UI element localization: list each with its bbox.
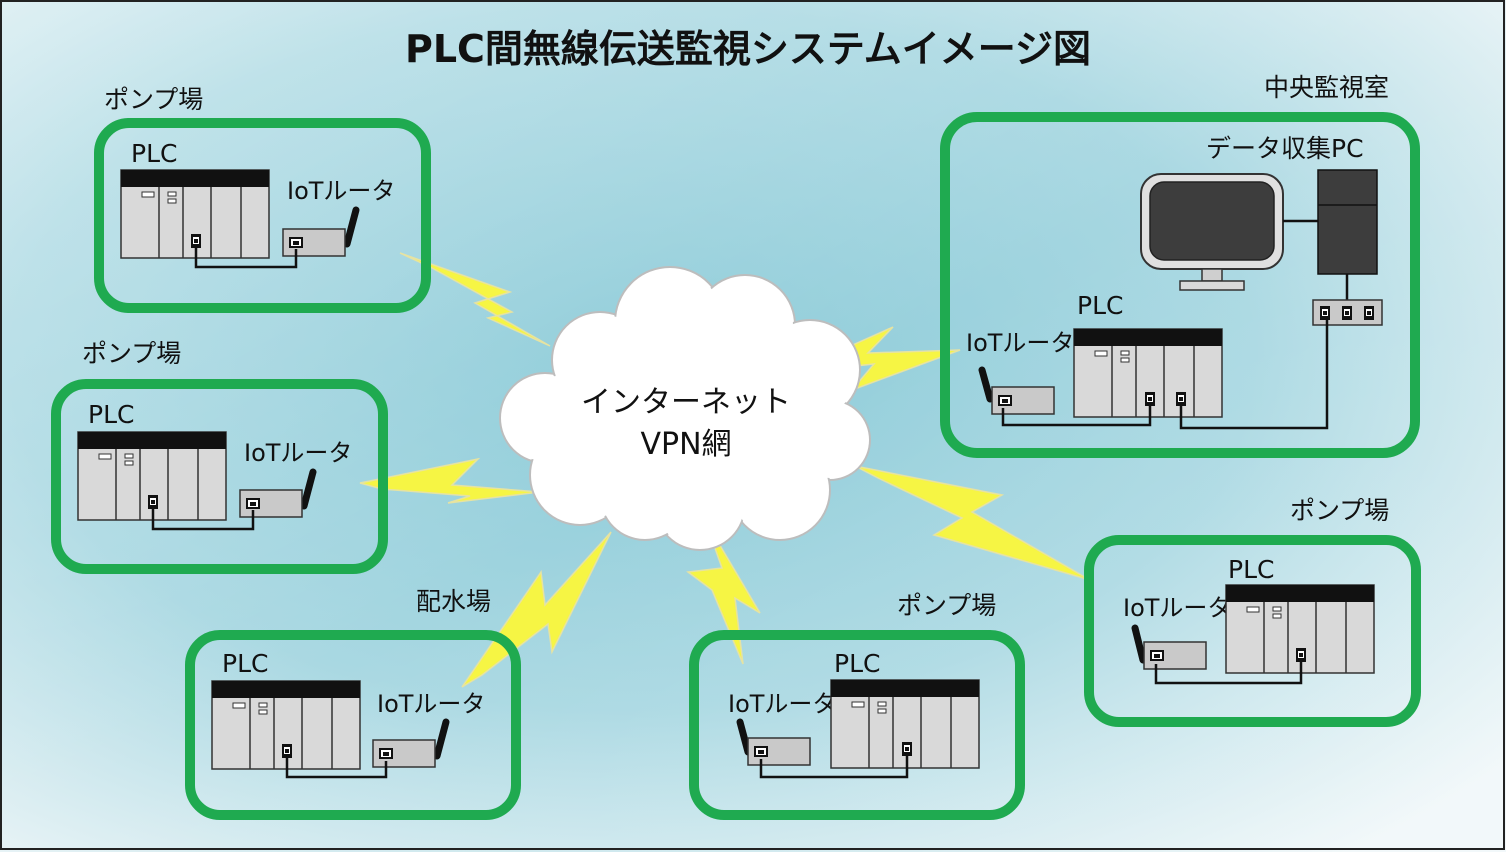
cloud-label-vpn: VPN網 <box>640 427 731 462</box>
cable <box>1001 406 1152 427</box>
pc-label: データ収集PC <box>1206 134 1364 163</box>
site-box-pump-4: ポンプ場 PLC IoTルータ <box>689 591 1025 820</box>
iot-router <box>372 739 436 768</box>
iot-router <box>239 489 303 518</box>
site-box-pump-1: ポンプ場 PLC IoTルータ <box>94 85 431 313</box>
lightning-bolt-site3 <box>461 531 612 688</box>
monitor-icon <box>1140 173 1284 291</box>
antenna-icon <box>343 206 360 248</box>
port-icon <box>148 495 158 509</box>
plc-label: PLC <box>1077 291 1123 320</box>
iot-router <box>747 737 811 766</box>
port-icon <box>1296 648 1306 662</box>
router-label: IoTルータ <box>287 177 395 205</box>
antenna-icon <box>300 468 317 510</box>
lightning-bolt-site5 <box>854 465 1091 581</box>
iot-router <box>282 228 346 257</box>
lightning-bolt-site2 <box>359 457 541 504</box>
lightning-bolt-site4 <box>686 519 761 665</box>
site-label: ポンプ場 <box>897 591 996 620</box>
router-label: IoTルータ <box>244 439 352 467</box>
site-label: 配水場 <box>416 587 491 616</box>
cloud-label-internet: インターネット <box>581 385 791 420</box>
iot-router <box>1143 641 1207 670</box>
cable <box>194 248 298 269</box>
diagram-title: PLC間無線伝送監視システムイメージ図 <box>405 27 1091 71</box>
plc-label: PLC <box>222 649 268 678</box>
plc-label: PLC <box>1228 555 1274 584</box>
site-box-pump-2: ポンプ場 PLC IoTルータ <box>51 339 388 574</box>
cable <box>759 756 909 779</box>
antenna-icon <box>736 718 752 756</box>
cable <box>151 509 255 531</box>
cable <box>285 758 388 779</box>
port-icon <box>1176 392 1186 406</box>
plc-label: PLC <box>88 400 134 429</box>
port-icon <box>1145 392 1155 406</box>
pc-tower-icon <box>1317 169 1378 275</box>
network-hub-icon <box>1312 274 1383 326</box>
router-label: IoTルータ <box>1123 594 1231 622</box>
site-box-central: 中央監視室 データ収集PC PLC IoTルータ <box>940 73 1420 458</box>
iot-router <box>991 386 1055 415</box>
site-box-pump-5: ポンプ場 PLC IoTルータ <box>1084 496 1421 727</box>
antenna-icon <box>1131 624 1147 664</box>
port-icon <box>191 234 201 248</box>
site-label: ポンプ場 <box>1290 496 1389 525</box>
plc-label: PLC <box>834 649 880 678</box>
port-icon <box>282 744 292 758</box>
antenna-icon <box>433 718 450 760</box>
central-site-label: 中央監視室 <box>1264 73 1389 102</box>
site-box-distribution: 配水場 PLC IoTルータ <box>185 587 521 820</box>
router-label: IoTルータ <box>728 690 836 718</box>
cable <box>1154 662 1303 685</box>
hub-cable <box>1179 320 1329 430</box>
site-label: ポンプ場 <box>82 339 181 368</box>
antenna-icon <box>978 366 994 403</box>
port-icon <box>902 742 912 756</box>
lightning-bolt-site1 <box>399 252 551 347</box>
router-label: IoTルータ <box>377 690 485 718</box>
plc-label: PLC <box>131 139 177 168</box>
router-label: IoTルータ <box>966 329 1074 357</box>
internet-cloud <box>499 266 871 551</box>
site-label: ポンプ場 <box>104 85 203 114</box>
